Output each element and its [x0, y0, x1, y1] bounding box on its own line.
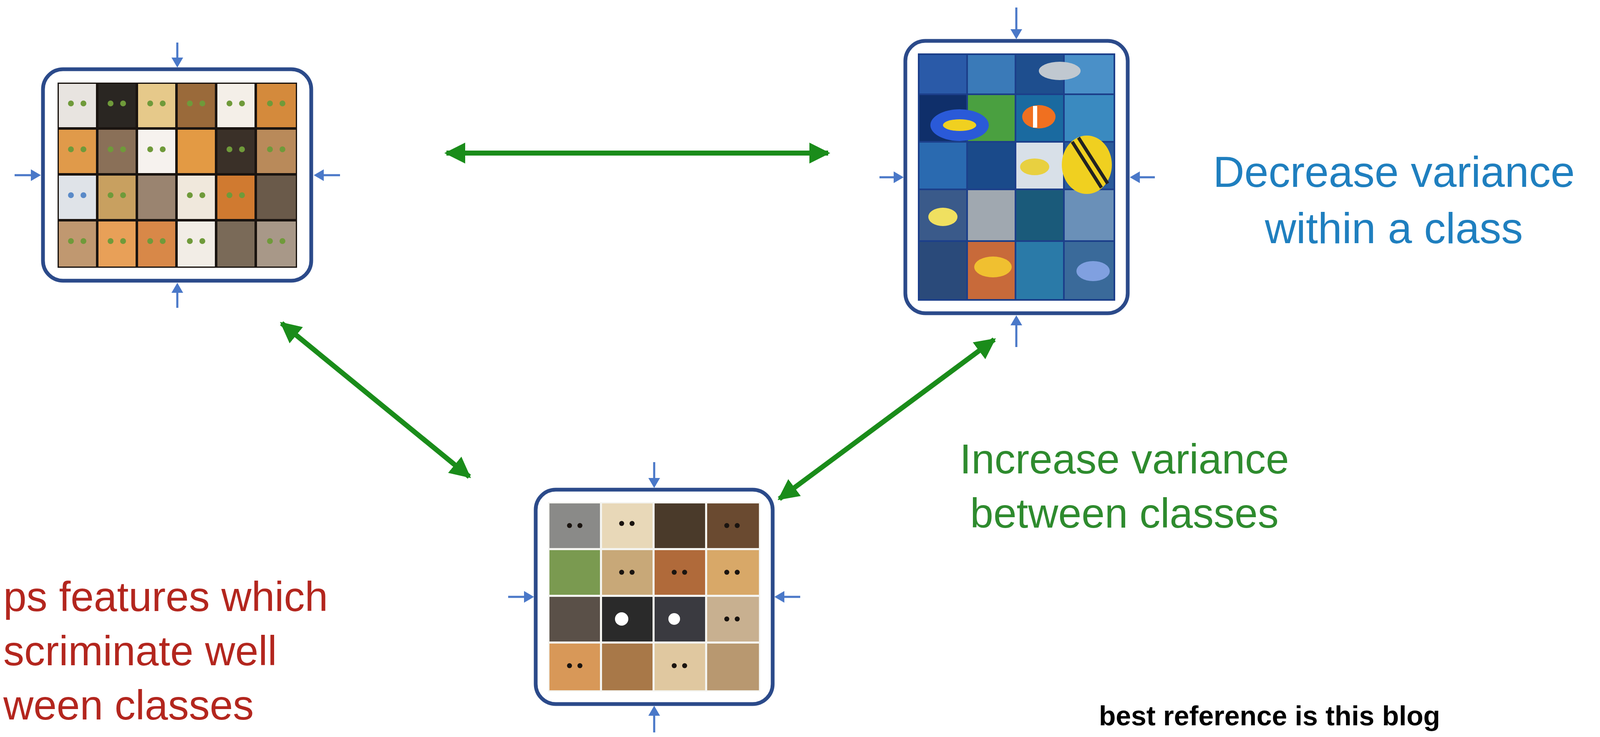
within-class-arrows [14, 7, 1155, 733]
double-arrow [446, 150, 829, 156]
dog-collage [535, 489, 773, 705]
double-arrow [281, 323, 470, 477]
fish-collage [905, 40, 1128, 314]
annotation-text: Decrease variance within a class [1193, 143, 1595, 257]
cat-collage [42, 69, 312, 281]
annotation-text: Increase variance between classes [936, 431, 1313, 541]
annotation-text: ps features which scriminate well ween c… [3, 569, 363, 733]
between-class-arrows [281, 153, 995, 499]
reference-note: best reference is this blog [1098, 700, 1441, 732]
